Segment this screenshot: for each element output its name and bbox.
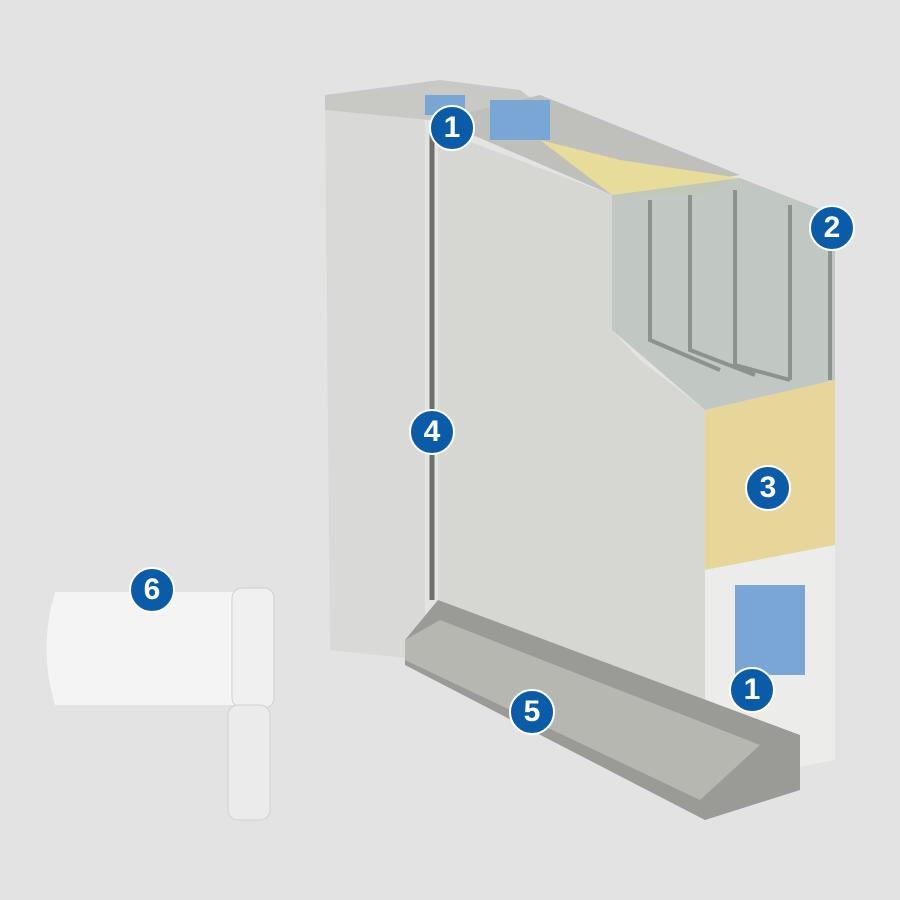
hinge-leaf [46,592,240,705]
callout-badge-6: 6 [129,567,175,613]
glazing-unit [612,178,835,410]
threshold-top [405,620,760,800]
bottom-steel-reinforcement [735,585,805,675]
top-steel-profile [490,100,550,140]
door-frame [325,95,425,660]
callout-badge-3: 3 [745,465,791,511]
door-panel-face [438,130,705,725]
callout-badge-2: 2 [809,205,855,251]
callout-badge-5: 5 [509,689,555,735]
top-insulation [540,140,740,195]
callout-badge-1-top: 1 [429,105,475,151]
callout-badge-4: 4 [409,409,455,455]
hinge-barrel-bottom [227,704,271,821]
hinge-barrel-top [231,587,275,709]
callout-badge-1-bottom: 1 [729,667,775,713]
